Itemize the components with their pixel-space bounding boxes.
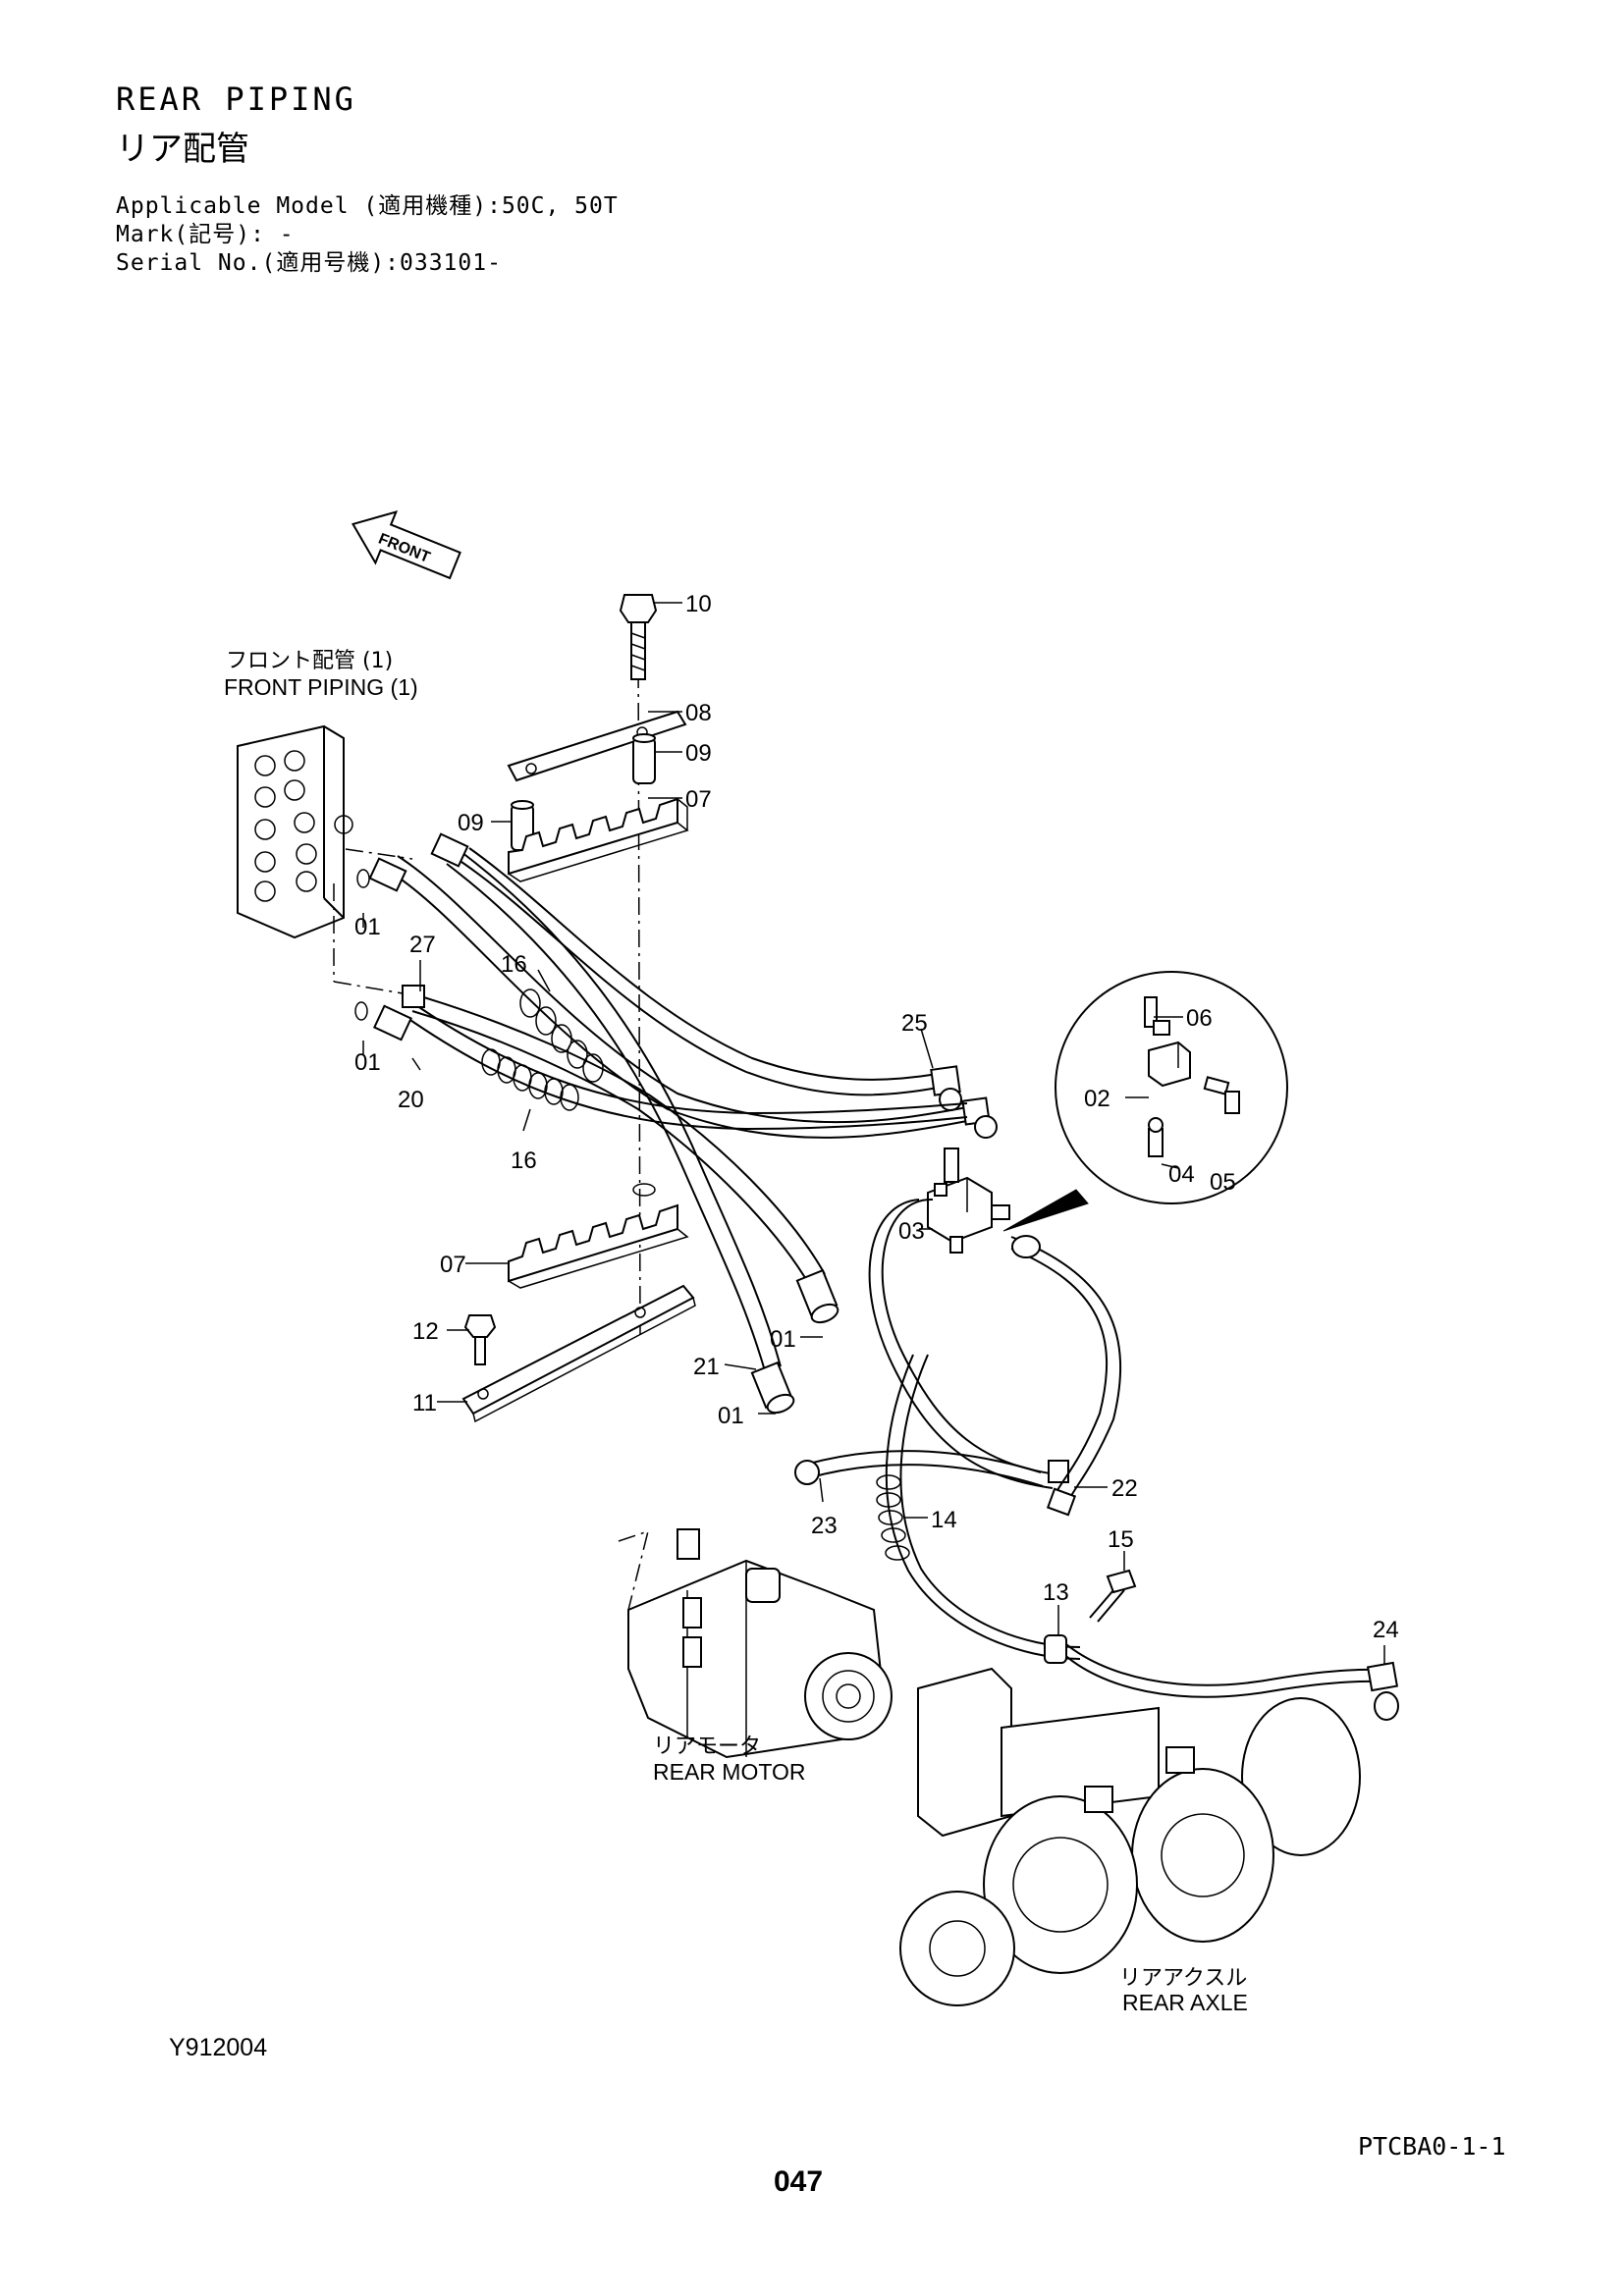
hose-24 [1059,1638,1399,1721]
front-piping-label-jp: フロント配管 (1) [226,649,393,673]
page-title-jp: リア配管 [116,130,249,169]
hose-20 [411,994,839,1324]
callout-27: 27 [409,932,436,958]
bolt-12 [463,1314,497,1365]
figure-id: Y912004 [169,2034,268,2061]
rear-motor-label-jp: リアモータ [653,1735,761,1759]
callout-04: 04 [1168,1161,1195,1188]
callout-13: 13 [1043,1579,1069,1606]
hose-16-upper [392,855,998,1139]
hose-16-lower [404,1000,968,1131]
fittings-block-end [354,832,469,1041]
callout-23: 23 [811,1513,838,1539]
clamp-07-lower [508,1183,689,1289]
callout-11: 11 [412,1390,437,1416]
callout-08: 08 [685,700,712,726]
rear-axle [899,1667,1361,2006]
clamp-07-upper [508,797,689,882]
callout-01-d: 01 [718,1403,744,1429]
callout-15: 15 [1108,1526,1134,1553]
callout-05: 05 [1210,1169,1236,1196]
hose-14 [876,1354,1081,1660]
callout-14: 14 [931,1507,957,1533]
bolt-10 [619,594,658,680]
callout-leaders [362,602,1385,1665]
valve-block-02 [927,1148,1010,1254]
rear-axle-label-en: REAR AXLE [1122,1990,1248,2015]
callout-02: 02 [1084,1086,1110,1112]
front-piping-label-en: FRONT PIPING (1) [224,674,418,700]
callout-20: 20 [398,1087,424,1113]
rear-motor-label-en: REAR MOTOR [653,1759,805,1785]
applicable-model: Applicable Model (適用機種):50C, 50T [116,193,619,219]
hose-23 [794,1450,1077,1517]
clamp-13 [1044,1634,1067,1664]
callout-03: 03 [898,1218,925,1245]
front-piping-block [237,724,353,939]
rear-motor [618,1528,893,1759]
callout-25: 25 [901,1010,928,1037]
plate-08 [507,710,687,782]
mark: Mark(記号): - [116,222,295,247]
page-title: REAR PIPING [116,80,356,118]
hose-21 [446,851,795,1415]
collar-09-upper [632,733,656,784]
callout-01-a: 01 [354,914,381,940]
plate-11 [461,1284,696,1423]
hose-22 [868,1198,1069,1489]
callout-09-left: 09 [458,810,484,836]
front-arrow-icon: FRONT [352,509,461,580]
callout-10: 10 [685,591,712,617]
callout-01-b: 01 [354,1049,381,1076]
callout-22: 22 [1111,1475,1138,1502]
page-code: PTCBA0-1-1 [1358,2132,1506,2161]
page-number: 047 [774,2165,824,2198]
callout-24: 24 [1373,1617,1399,1643]
callout-12: 12 [412,1318,439,1345]
callout-09-right: 09 [685,740,712,767]
callout-numbers: 10 08 09 09 07 01 27 16 01 20 16 25 06 0… [354,591,1399,1643]
callout-07-upper: 07 [685,786,712,813]
callout-16-upper: 16 [501,951,527,978]
callout-01-c: 01 [770,1326,796,1353]
detail-pointer [1002,1189,1089,1232]
callout-06: 06 [1186,1005,1213,1032]
rear-axle-label-jp: リアアクスル [1119,1966,1247,1991]
serial-number: Serial No.(適用号機):033101- [116,250,502,276]
hose-center-long [1010,1235,1122,1503]
bolt-15 [1089,1569,1137,1623]
callout-07-lower: 07 [440,1252,466,1278]
callout-16-lower: 16 [511,1148,537,1174]
detail-circle [1055,971,1288,1204]
callout-21: 21 [693,1354,720,1380]
